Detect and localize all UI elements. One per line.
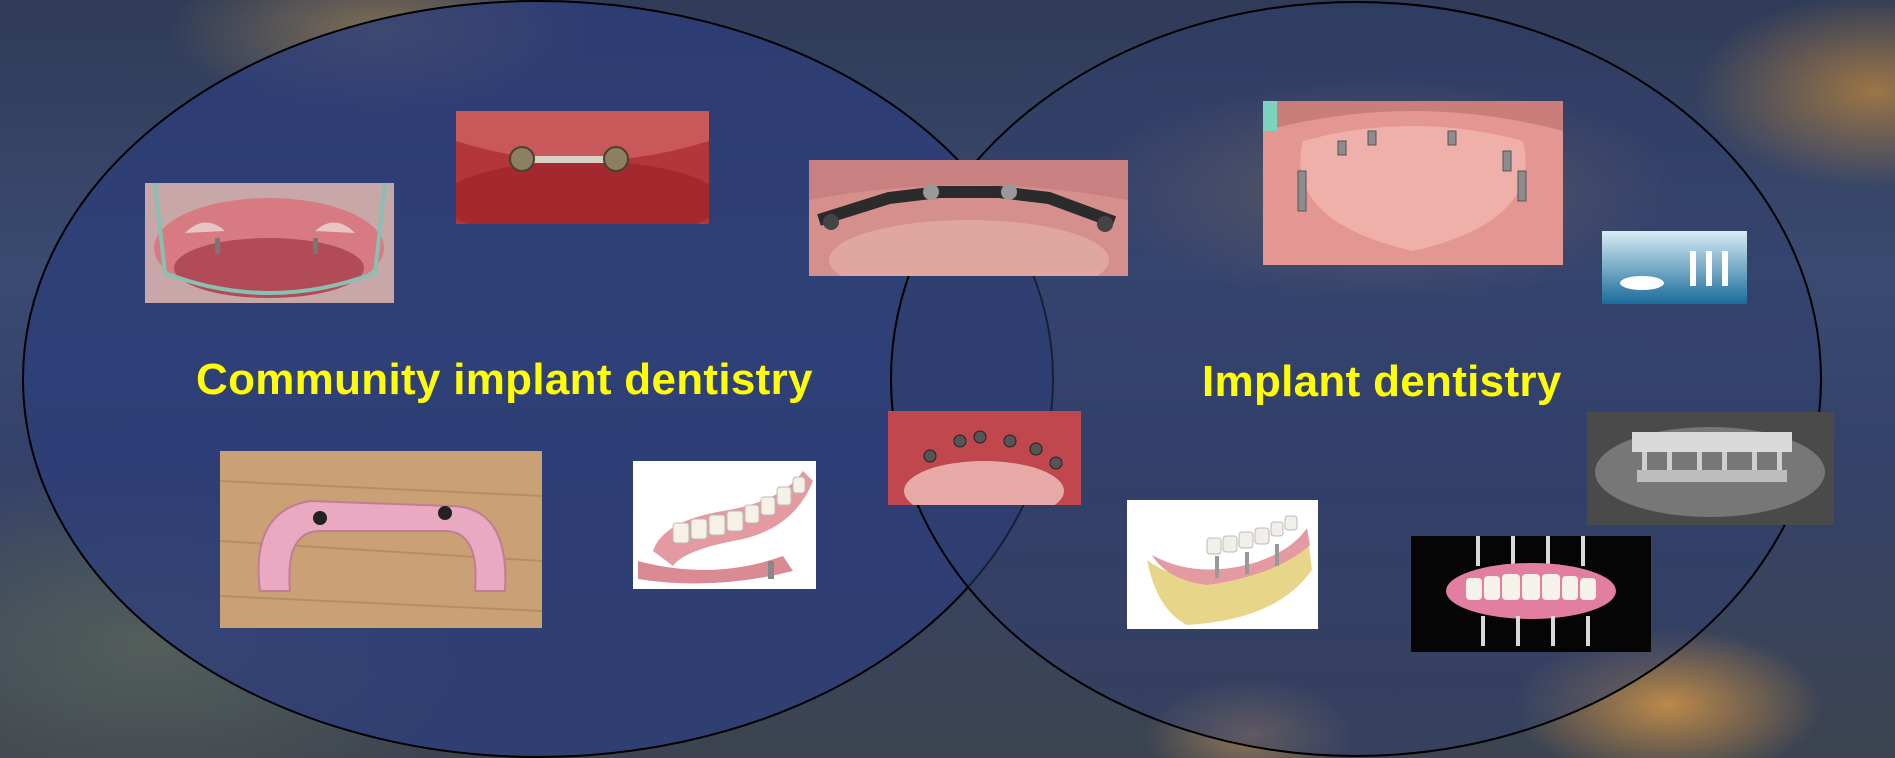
full-arch-implant-bridge xyxy=(1411,536,1651,652)
mandible-photo-bar-retained xyxy=(145,183,394,303)
maxilla-photo-implants xyxy=(1263,101,1563,265)
left-set-label: Community implant dentistry xyxy=(196,355,813,405)
mandible-photo-metal-bar xyxy=(809,160,1128,276)
mandible-photo-bar-clip xyxy=(456,111,709,224)
mandible-photo-six-implants xyxy=(888,411,1081,505)
overdenture-photo xyxy=(220,451,542,628)
full-arch-illustration xyxy=(1127,500,1318,629)
panoramic-xray xyxy=(1587,412,1834,525)
implant-diagram-small xyxy=(1602,231,1747,304)
right-set-label: Implant dentistry xyxy=(1202,357,1562,407)
overdenture-illustration xyxy=(633,461,816,589)
